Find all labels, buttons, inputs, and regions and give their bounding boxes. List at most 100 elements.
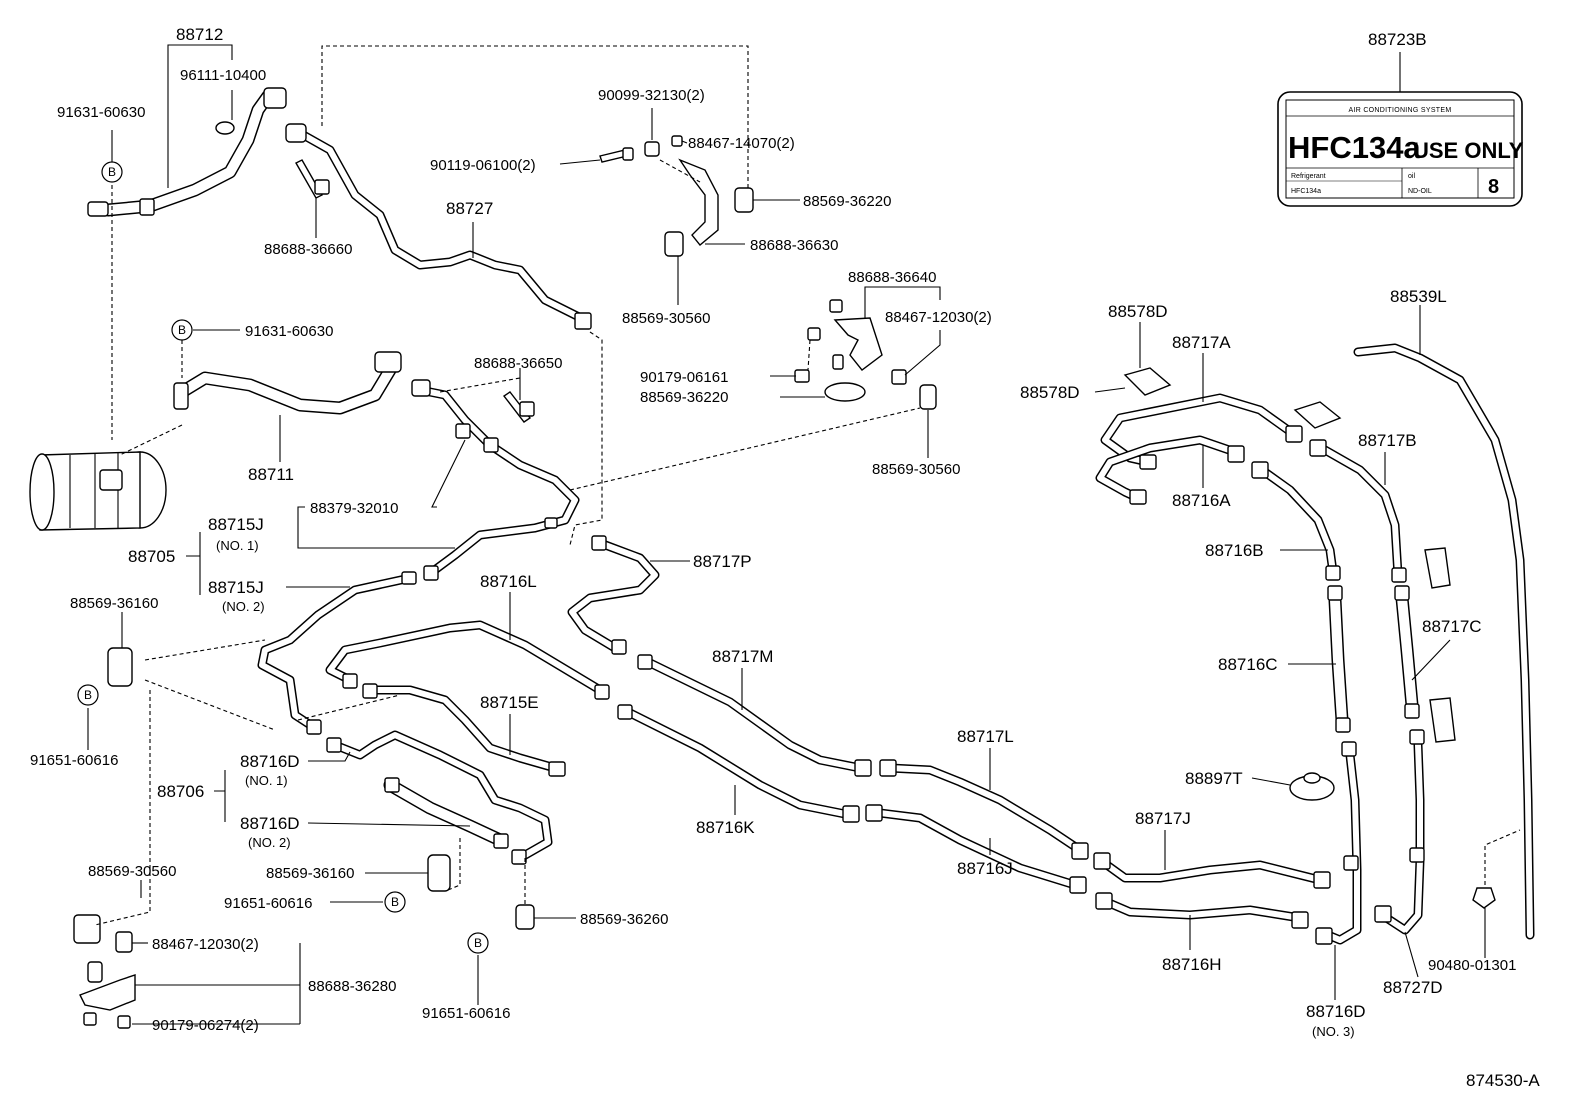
label-88539L: 88539L [1390, 287, 1447, 306]
label-no1-a: (NO. 1) [216, 538, 259, 553]
fitting-nut [1391, 567, 1407, 583]
fitting-nut [1251, 461, 1269, 479]
fitting-nut [326, 737, 342, 753]
diagram-id: 874530-A [1466, 1071, 1540, 1090]
bolt-90119-06100 [599, 147, 634, 163]
label-90099-32130: 90099-32130(2) [598, 87, 705, 104]
label-88569-36220-a: 88569-36220 [803, 193, 891, 210]
label-91631-60630-a: 91631-60630 [57, 104, 145, 121]
fitting-nut [1129, 489, 1147, 505]
label-88716C: 88716C [1218, 655, 1278, 674]
fitting-nut [1071, 842, 1089, 860]
fitting-88711-end [173, 382, 189, 410]
label-90179-06274: 90179-06274(2) [152, 1017, 259, 1034]
fitting-nut [1291, 911, 1309, 929]
label-88716B: 88716B [1205, 541, 1264, 560]
fitting-nut [879, 759, 897, 777]
fitting-nut [423, 565, 439, 581]
pipe-88716D-no3 [1323, 750, 1362, 945]
label-88717L: 88717L [957, 727, 1014, 746]
clamp-88688-36660 [295, 159, 330, 199]
clamp-88569-30560-c [73, 914, 101, 944]
grommet-88897T [1289, 772, 1335, 801]
fitting-nut [384, 777, 400, 793]
clamp-88569-30560-a [664, 231, 684, 257]
label-88716D-no1: 88716D [240, 752, 300, 771]
label-91631-60630-b: 91631-60630 [245, 323, 333, 340]
pipe-88716J [867, 807, 1080, 890]
compressor [29, 451, 167, 531]
fitting-nut [594, 684, 610, 700]
pipe-88716K [623, 707, 855, 820]
clamp-88569-30560-b [919, 384, 937, 410]
fitting-nut [617, 704, 633, 720]
pipe-88727D [1377, 740, 1425, 935]
labels-layer: 88712 96111-10400 91631-60630 88688-3666… [30, 25, 1540, 1090]
label-88569-36260: 88569-36260 [580, 911, 668, 928]
clamp-88569-36160-a [107, 647, 133, 687]
plate-oil-label: oil [1408, 173, 1415, 180]
fitting-nut [1335, 717, 1351, 733]
plate-main-hfc: HFC134a [1288, 130, 1421, 165]
fitting-88379-32010 [455, 423, 471, 439]
hose-88539L [1353, 343, 1535, 940]
fitting-nut [483, 437, 499, 453]
pipe-88717J [1095, 855, 1325, 885]
fitting-nut [1139, 454, 1157, 470]
b-marker: B [384, 891, 406, 913]
label-no2-b: (NO. 2) [248, 835, 291, 850]
fitting-nut [1095, 892, 1113, 910]
clamp-88569-36260 [515, 904, 535, 930]
label-88717B: 88717B [1358, 431, 1417, 450]
label-90480-01301: 90480-01301 [1428, 957, 1516, 974]
fitting-nut [1325, 565, 1341, 581]
b-marker: B [101, 161, 123, 183]
svg-text:B: B [84, 688, 92, 702]
label-91651-60616-a: 91651-60616 [30, 752, 118, 769]
nut-90179-06161 [794, 369, 810, 383]
label-88712: 88712 [176, 25, 223, 44]
fitting-nut [865, 804, 883, 822]
fitting-nut [1341, 741, 1357, 757]
label-88716D-no2: 88716D [240, 814, 300, 833]
fitting-nut [511, 849, 527, 865]
label-88569-36220-b: 88569-36220 [640, 389, 728, 406]
fitting-nut [637, 654, 653, 670]
fitting-nut [548, 761, 566, 777]
label-90119-06100: 90119-06100(2) [430, 157, 536, 174]
fitting-88727-end [574, 312, 592, 330]
label-88569-30560-c: 88569-30560 [88, 863, 176, 880]
plate-oil-number: 8 [1488, 176, 1499, 198]
label-91651-60616-c: 91651-60616 [422, 1005, 510, 1022]
label-no3: (NO. 3) [1312, 1024, 1355, 1039]
label-88569-30560-b: 88569-30560 [872, 461, 960, 478]
bracket-88688-36640 [807, 299, 883, 371]
clip-88578D-a [1123, 367, 1172, 396]
plate-title: AIR CONDITIONING SYSTEM [1349, 107, 1452, 114]
fitting-88712-top [263, 87, 287, 109]
fitting-88727-top [285, 123, 307, 143]
pipe-88717P [567, 538, 660, 653]
clamp-88569-36160-b [427, 854, 451, 892]
label-88688-36630: 88688-36630 [750, 237, 838, 254]
label-88716L: 88716L [480, 572, 537, 591]
label-88716J: 88716J [957, 859, 1013, 878]
label-88716K: 88716K [696, 818, 755, 837]
label-88897T: 88897T [1185, 769, 1243, 788]
fitting-nut [306, 719, 322, 735]
label-88578D-a: 88578D [1108, 302, 1168, 321]
fitting-nut [611, 639, 627, 655]
pipe-88717M [643, 657, 865, 773]
svg-text:B: B [391, 895, 399, 909]
label-88688-36650: 88688-36650 [474, 355, 562, 372]
svg-text:B: B [178, 323, 186, 337]
small-parts-layer [29, 121, 1496, 1029]
b-marker: B [467, 932, 489, 954]
label-88467-12030-a: 88467-12030(2) [885, 309, 992, 326]
fitting-nut [342, 673, 358, 689]
fitting-nut [1227, 445, 1245, 463]
bracket-88688-36630 [678, 158, 719, 246]
plate-main-use-only: USE ONLY [1413, 138, 1524, 163]
svg-text:B: B [108, 165, 116, 179]
fitting-nut [1409, 847, 1425, 863]
